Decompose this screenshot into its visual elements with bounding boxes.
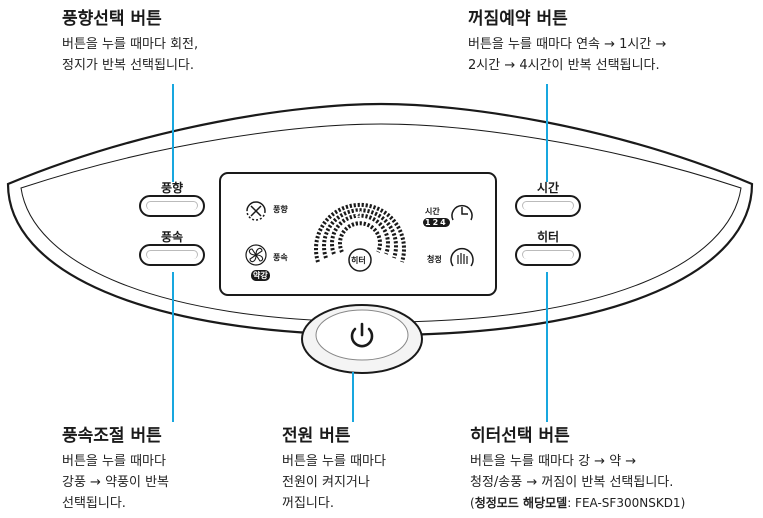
fan-icon (245, 244, 267, 266)
leader-line-power (352, 372, 354, 422)
caption-power-button: 전원 버튼 버튼을 누를 때마다 전원이 켜지거나 꺼집니다. (282, 425, 386, 514)
caption-timer-button: 꺼짐예약 버튼 버튼을 누를 때마다 연속 → 1시간 → 2시간 → 4시간이… (468, 8, 666, 76)
caption-title: 히터선택 버튼 (470, 426, 570, 446)
caption-line: 선택됩니다. (62, 496, 126, 511)
caption-line: 버튼을 누를 때마다 (282, 454, 386, 469)
note-bold: 청정모드 해당모델 (474, 496, 568, 510)
caption-line: 버튼을 누를 때마다 (62, 454, 166, 469)
speed-button[interactable] (139, 244, 205, 266)
leader-line-speed (172, 272, 174, 422)
caption-heater-button: 히터선택 버튼 버튼을 누를 때마다 강 → 약 → 청정/송풍 → 꺼짐이 반… (470, 425, 685, 514)
hand-clean-icon (450, 247, 474, 267)
heater-center-label: 히터 (351, 256, 366, 265)
caption-line: 꺼집니다. (282, 496, 334, 511)
leader-line-swing (172, 84, 174, 182)
caption-title: 풍속조절 버튼 (62, 426, 162, 446)
heater-level-dial (314, 202, 406, 272)
heater-button[interactable] (515, 244, 581, 266)
caption-line: 정지가 반복 선택됩니다. (62, 58, 194, 73)
caption-line: 전원이 켜지거나 (282, 475, 370, 490)
note-open: ( (470, 496, 475, 510)
leader-line-heater (546, 272, 548, 422)
swing-button[interactable] (139, 195, 205, 217)
display-clean-label: 청정 (427, 255, 442, 264)
note-rest: : FEA-SF300NSKD1) (567, 496, 686, 510)
caption-title: 전원 버튼 (282, 426, 351, 446)
swing-icon (246, 201, 266, 221)
display-timer-label: 시간 (425, 207, 440, 216)
caption-speed-button: 풍속조절 버튼 버튼을 누를 때마다 강풍 → 약풍이 반복 선택됩니다. (62, 425, 169, 514)
display-panel: 풍향 풍속 약강 강 약 히터 시간 124 청정 (219, 172, 497, 296)
timer-button-label: 시간 (536, 181, 560, 195)
heater-button-label: 히터 (536, 230, 560, 244)
clock-icon (451, 204, 473, 221)
caption-line: 강풍 → 약풍이 반복 (62, 475, 170, 490)
caption-line: 버튼을 누를 때마다 강 → 약 → (470, 454, 637, 469)
caption-model-note: (청정모드 해당모델: FEA-SF300NSKD1) (470, 493, 685, 514)
display-speed-label: 풍속 (273, 253, 288, 262)
caption-line: 2시간 → 4시간이 반복 선택됩니다. (468, 58, 660, 73)
caption-line: 버튼을 누를 때마다 연속 → 1시간 → (468, 37, 667, 52)
heater-weak-label: 약 (355, 229, 363, 238)
caption-title: 꺼짐예약 버튼 (468, 9, 568, 29)
display-swing-label: 풍향 (273, 205, 288, 214)
heater-strong-label: 강 (355, 211, 363, 220)
power-icon[interactable] (347, 320, 377, 350)
leader-line-timer (546, 84, 548, 182)
swing-button-label: 풍향 (160, 181, 184, 195)
caption-title: 풍향선택 버튼 (62, 9, 162, 29)
caption-line: 버튼을 누를 때마다 회전, (62, 37, 199, 52)
timer-button[interactable] (515, 195, 581, 217)
speed-levels: 약강 (251, 270, 270, 281)
caption-swing-button: 풍향선택 버튼 버튼을 누를 때마다 회전, 정지가 반복 선택됩니다. (62, 8, 198, 76)
caption-line: 청정/송풍 → 꺼짐이 반복 선택됩니다. (470, 475, 674, 490)
speed-button-label: 풍속 (160, 230, 184, 244)
timer-levels: 124 (423, 218, 450, 227)
